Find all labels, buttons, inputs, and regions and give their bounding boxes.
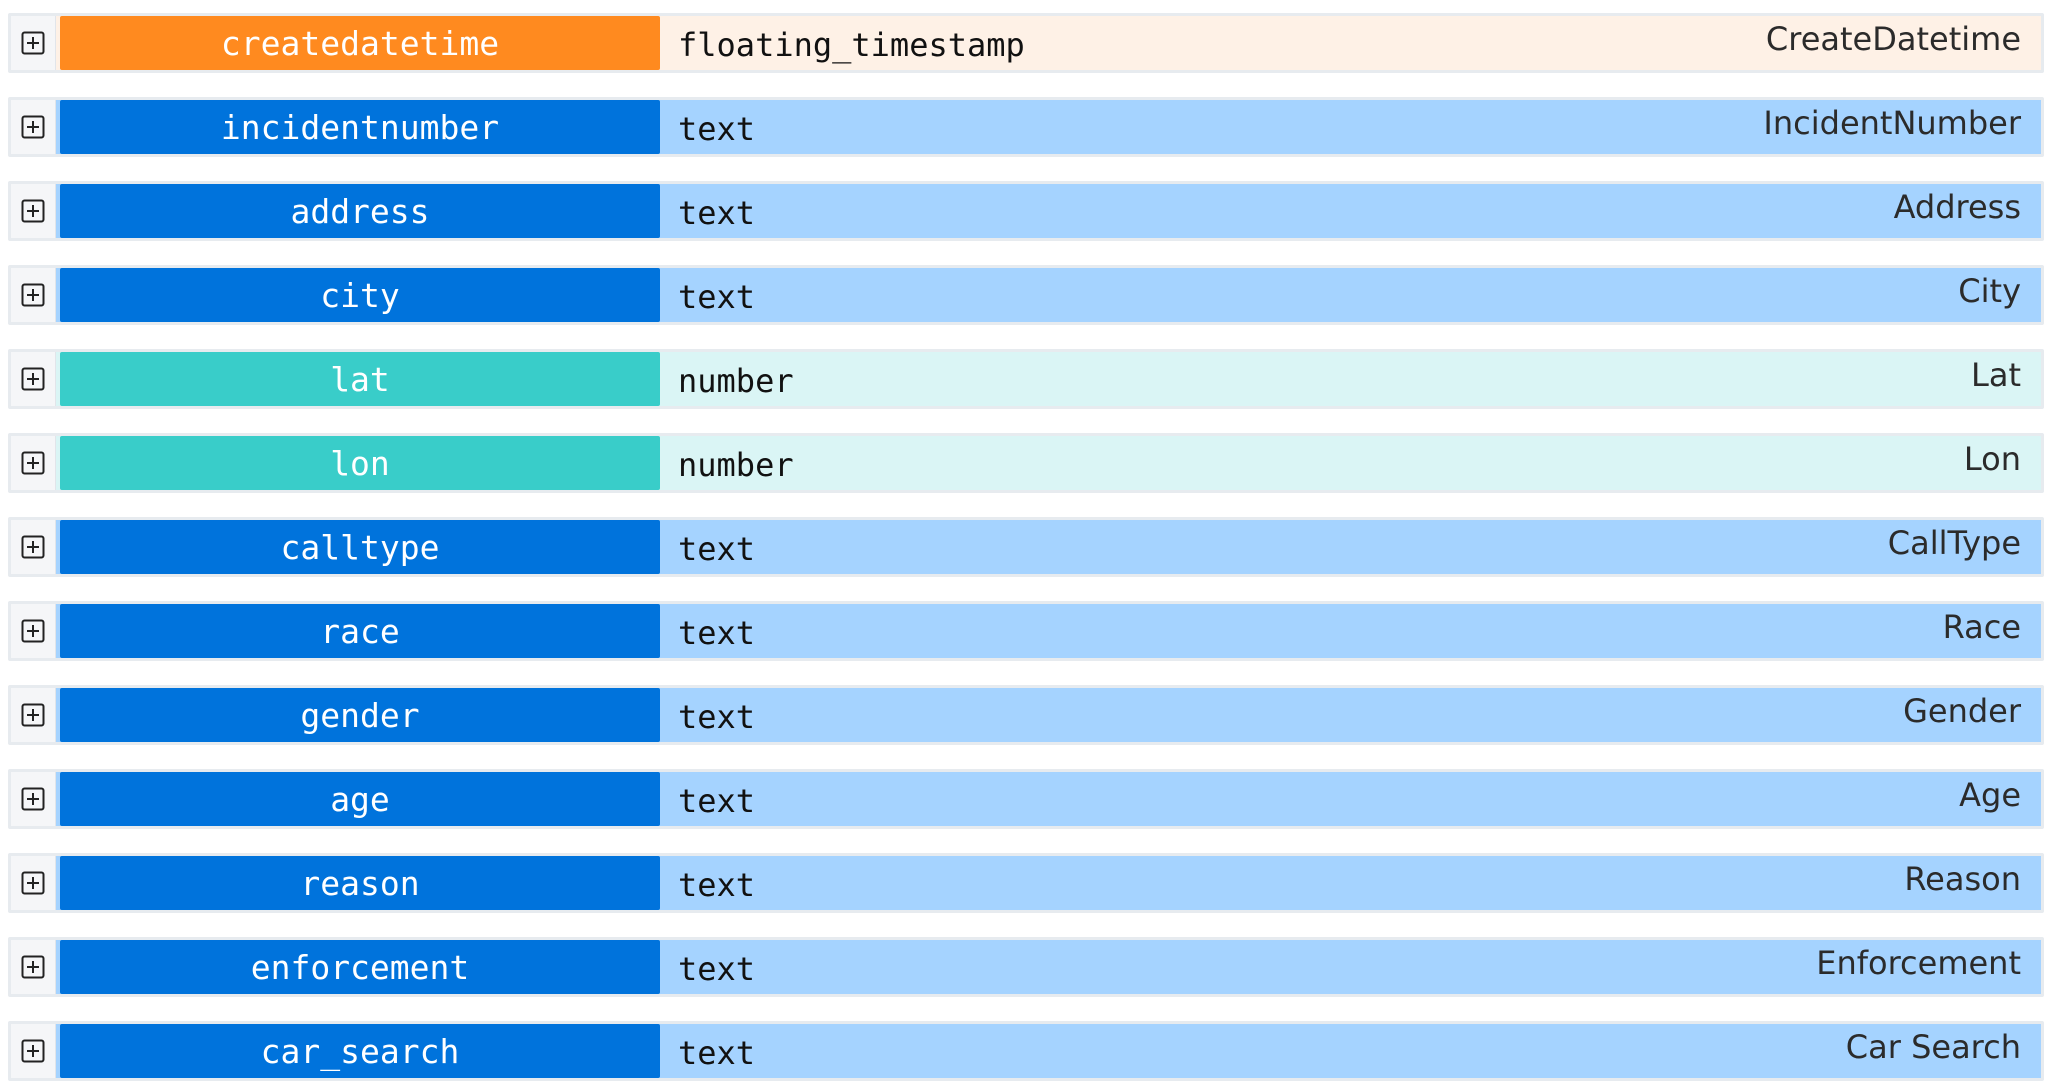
column-row-car-search[interactable]: car_search text Car Search	[8, 1021, 2044, 1081]
plus-square-icon	[21, 451, 45, 475]
expand-button[interactable]	[11, 268, 56, 322]
expand-button[interactable]	[11, 436, 56, 490]
column-field-name: lat	[60, 352, 660, 406]
column-display-name: Car Search	[1845, 1028, 2021, 1066]
column-data-type: text	[678, 866, 756, 904]
expand-button[interactable]	[11, 520, 56, 574]
column-row-createdatetime[interactable]: createdatetime floating_timestamp Create…	[8, 13, 2044, 73]
column-row-age[interactable]: age text Age	[8, 769, 2044, 829]
column-row-incidentnumber[interactable]: incidentnumber text IncidentNumber	[8, 97, 2044, 157]
column-field-name: reason	[60, 856, 660, 910]
column-display-name: Lat	[1971, 356, 2021, 394]
column-field-name: enforcement	[60, 940, 660, 994]
column-display-name: Age	[1959, 776, 2021, 814]
column-row-race[interactable]: race text Race	[8, 601, 2044, 661]
column-row-lon[interactable]: lon number Lon	[8, 433, 2044, 493]
column-row-calltype[interactable]: calltype text CallType	[8, 517, 2044, 577]
expand-button[interactable]	[11, 1024, 56, 1078]
column-display-name: City	[1958, 272, 2021, 310]
column-row-gender[interactable]: gender text Gender	[8, 685, 2044, 745]
plus-square-icon	[21, 871, 45, 895]
column-data-type: text	[678, 950, 756, 988]
column-data-type: text	[678, 194, 756, 232]
expand-button[interactable]	[11, 100, 56, 154]
plus-square-icon	[21, 199, 45, 223]
column-field-name: calltype	[60, 520, 660, 574]
plus-square-icon	[21, 619, 45, 643]
plus-square-icon	[21, 955, 45, 979]
column-field-name: gender	[60, 688, 660, 742]
column-data-type: floating_timestamp	[678, 26, 1025, 64]
column-row-enforcement[interactable]: enforcement text Enforcement	[8, 937, 2044, 997]
plus-square-icon	[21, 787, 45, 811]
column-data-type: text	[678, 614, 756, 652]
column-display-name: Address	[1893, 188, 2021, 226]
column-row-reason[interactable]: reason text Reason	[8, 853, 2044, 913]
column-data-type: number	[678, 362, 794, 400]
expand-button[interactable]	[11, 688, 56, 742]
column-display-name: Reason	[1904, 860, 2021, 898]
expand-button[interactable]	[11, 352, 56, 406]
column-data-type: number	[678, 446, 794, 484]
plus-square-icon	[21, 1039, 45, 1063]
column-row-address[interactable]: address text Address	[8, 181, 2044, 241]
column-field-name: address	[60, 184, 660, 238]
expand-button[interactable]	[11, 604, 56, 658]
column-field-name: car_search	[60, 1024, 660, 1078]
column-row-lat[interactable]: lat number Lat	[8, 349, 2044, 409]
column-field-name: age	[60, 772, 660, 826]
column-display-name: Enforcement	[1816, 944, 2021, 982]
expand-button[interactable]	[11, 772, 56, 826]
expand-button[interactable]	[11, 16, 56, 70]
column-field-name: incidentnumber	[60, 100, 660, 154]
plus-square-icon	[21, 703, 45, 727]
column-display-name: Race	[1942, 608, 2021, 646]
plus-square-icon	[21, 31, 45, 55]
column-display-name: Lon	[1963, 440, 2021, 478]
expand-button[interactable]	[11, 940, 56, 994]
column-field-name: city	[60, 268, 660, 322]
column-field-name: createdatetime	[60, 16, 660, 70]
plus-square-icon	[21, 367, 45, 391]
expand-button[interactable]	[11, 856, 56, 910]
plus-square-icon	[21, 115, 45, 139]
plus-square-icon	[21, 535, 45, 559]
column-row-city[interactable]: city text City	[8, 265, 2044, 325]
column-data-type: text	[678, 782, 756, 820]
column-data-type: text	[678, 1034, 756, 1072]
column-field-name: lon	[60, 436, 660, 490]
column-data-type: text	[678, 278, 756, 316]
column-display-name: CallType	[1887, 524, 2021, 562]
column-data-type: text	[678, 530, 756, 568]
column-display-name: IncidentNumber	[1763, 104, 2021, 142]
column-field-name: race	[60, 604, 660, 658]
plus-square-icon	[21, 283, 45, 307]
column-display-name: CreateDatetime	[1765, 20, 2021, 58]
expand-button[interactable]	[11, 184, 56, 238]
column-data-type: text	[678, 698, 756, 736]
column-data-type: text	[678, 110, 756, 148]
column-display-name: Gender	[1903, 692, 2021, 730]
